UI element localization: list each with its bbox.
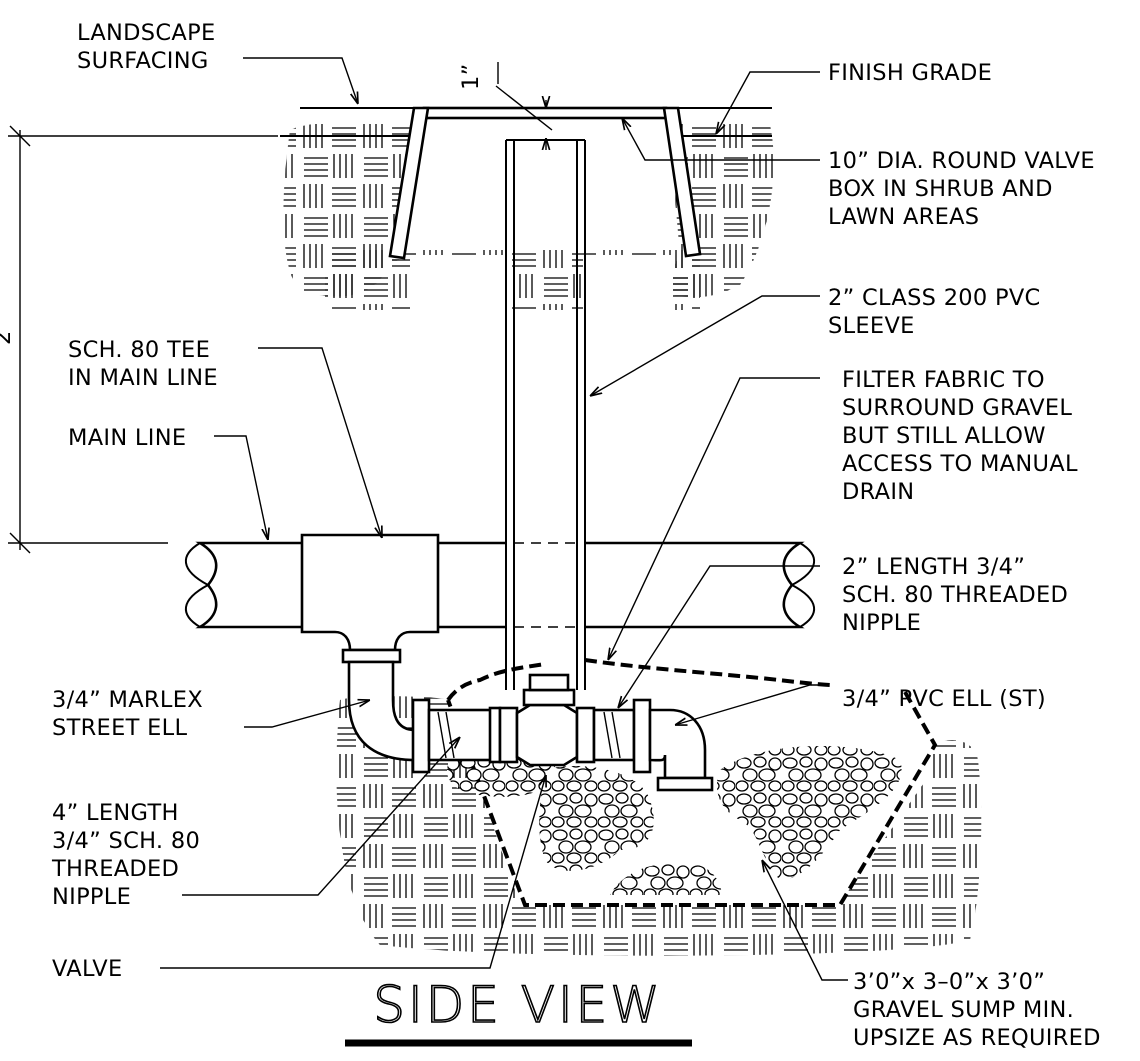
svg-text:MAIN LINE: MAIN LINE bbox=[68, 425, 186, 451]
svg-text:ACCESS TO MANUAL: ACCESS TO MANUAL bbox=[842, 451, 1078, 477]
leader-lines bbox=[160, 57, 848, 981]
callout-pvc-sleeve: 2” CLASS 200 PVC SLEEVE bbox=[828, 285, 1041, 339]
callout-4in-nipple: 4” LENGTH 3/4” SCH. 80 THREADED NIPPLE bbox=[51, 800, 200, 910]
svg-text:3’0”x 3–0”x 3’0”: 3’0”x 3–0”x 3’0” bbox=[853, 969, 1045, 995]
callout-filter-fabric: FILTER FABRIC TO SURROUND GRAVEL BUT STI… bbox=[842, 367, 1078, 505]
callout-finish-grade: FINISH GRADE bbox=[828, 60, 992, 86]
svg-text:4” LENGTH: 4” LENGTH bbox=[52, 800, 179, 826]
drain-assembly bbox=[347, 660, 714, 792]
svg-text:VALVE: VALVE bbox=[52, 956, 123, 982]
dimension-lines: 1” 2 bbox=[0, 62, 553, 554]
svg-text:SCH. 80 THREADED: SCH. 80 THREADED bbox=[842, 582, 1068, 608]
svg-text:10” DIA. ROUND VALVE: 10” DIA. ROUND VALVE bbox=[828, 148, 1095, 174]
callout-gravel-sump: 3’0”x 3–0”x 3’0” GRAVEL SUMP MIN. UPSIZE… bbox=[853, 969, 1101, 1051]
drawing-title: SIDE VIEW bbox=[345, 975, 692, 1047]
callout-sch80-tee: SCH. 80 TEE IN MAIN LINE bbox=[68, 337, 218, 391]
svg-text:SLEEVE: SLEEVE bbox=[828, 313, 915, 339]
callout-pvc-ell: 3/4” PVC ELL (ST) bbox=[842, 686, 1046, 712]
callout-marlex-ell: 3/4” MARLEX STREET ELL bbox=[52, 687, 203, 741]
svg-text:STREET ELL: STREET ELL bbox=[52, 715, 187, 741]
svg-text:2” LENGTH 3/4”: 2” LENGTH 3/4” bbox=[842, 554, 1025, 580]
svg-text:NIPPLE: NIPPLE bbox=[52, 884, 131, 910]
callout-2in-nipple: 2” LENGTH 3/4” SCH. 80 THREADED NIPPLE bbox=[842, 554, 1068, 636]
svg-text:3/4” SCH. 80: 3/4” SCH. 80 bbox=[52, 828, 200, 854]
main-line-pipe bbox=[184, 540, 816, 630]
depth-dimension: 2 bbox=[0, 330, 16, 345]
svg-text:BOX IN SHRUB AND: BOX IN SHRUB AND bbox=[828, 176, 1053, 202]
svg-text:3/4” PVC ELL (ST): 3/4” PVC ELL (ST) bbox=[842, 686, 1046, 712]
svg-text:SURFACING: SURFACING bbox=[77, 48, 209, 74]
valve-box bbox=[388, 106, 702, 260]
svg-text:SURROUND GRAVEL: SURROUND GRAVEL bbox=[842, 395, 1072, 421]
callout-main-line: MAIN LINE bbox=[68, 425, 186, 451]
svg-text:SCH. 80 TEE: SCH. 80 TEE bbox=[68, 337, 210, 363]
callout-valve: VALVE bbox=[52, 956, 123, 982]
svg-text:BUT STILL ALLOW: BUT STILL ALLOW bbox=[842, 423, 1046, 449]
svg-text:GRAVEL SUMP MIN.: GRAVEL SUMP MIN. bbox=[853, 997, 1074, 1023]
svg-text:LAWN AREAS: LAWN AREAS bbox=[828, 204, 979, 230]
svg-text:FINISH GRADE: FINISH GRADE bbox=[828, 60, 992, 86]
sch80-tee bbox=[300, 533, 440, 664]
title-text: SIDE VIEW bbox=[373, 976, 662, 1034]
callout-landscape-surfacing: LANDSCAPE SURFACING bbox=[77, 20, 215, 74]
gravel-sump bbox=[446, 658, 938, 907]
svg-text:NIPPLE: NIPPLE bbox=[842, 610, 921, 636]
svg-text:THREADED: THREADED bbox=[51, 856, 179, 882]
svg-text:FILTER FABRIC TO: FILTER FABRIC TO bbox=[842, 367, 1045, 393]
svg-text:LANDSCAPE: LANDSCAPE bbox=[77, 20, 215, 46]
svg-text:3/4” MARLEX: 3/4” MARLEX bbox=[52, 687, 203, 713]
svg-text:DRAIN: DRAIN bbox=[842, 479, 914, 505]
callout-valve-box: 10” DIA. ROUND VALVE BOX IN SHRUB AND LA… bbox=[828, 148, 1095, 230]
lid-gap-dimension: 1” bbox=[458, 63, 484, 90]
svg-text:2” CLASS 200 PVC: 2” CLASS 200 PVC bbox=[828, 285, 1041, 311]
svg-text:IN MAIN LINE: IN MAIN LINE bbox=[68, 365, 218, 391]
svg-text:UPSIZE AS REQUIRED: UPSIZE AS REQUIRED bbox=[853, 1025, 1101, 1051]
